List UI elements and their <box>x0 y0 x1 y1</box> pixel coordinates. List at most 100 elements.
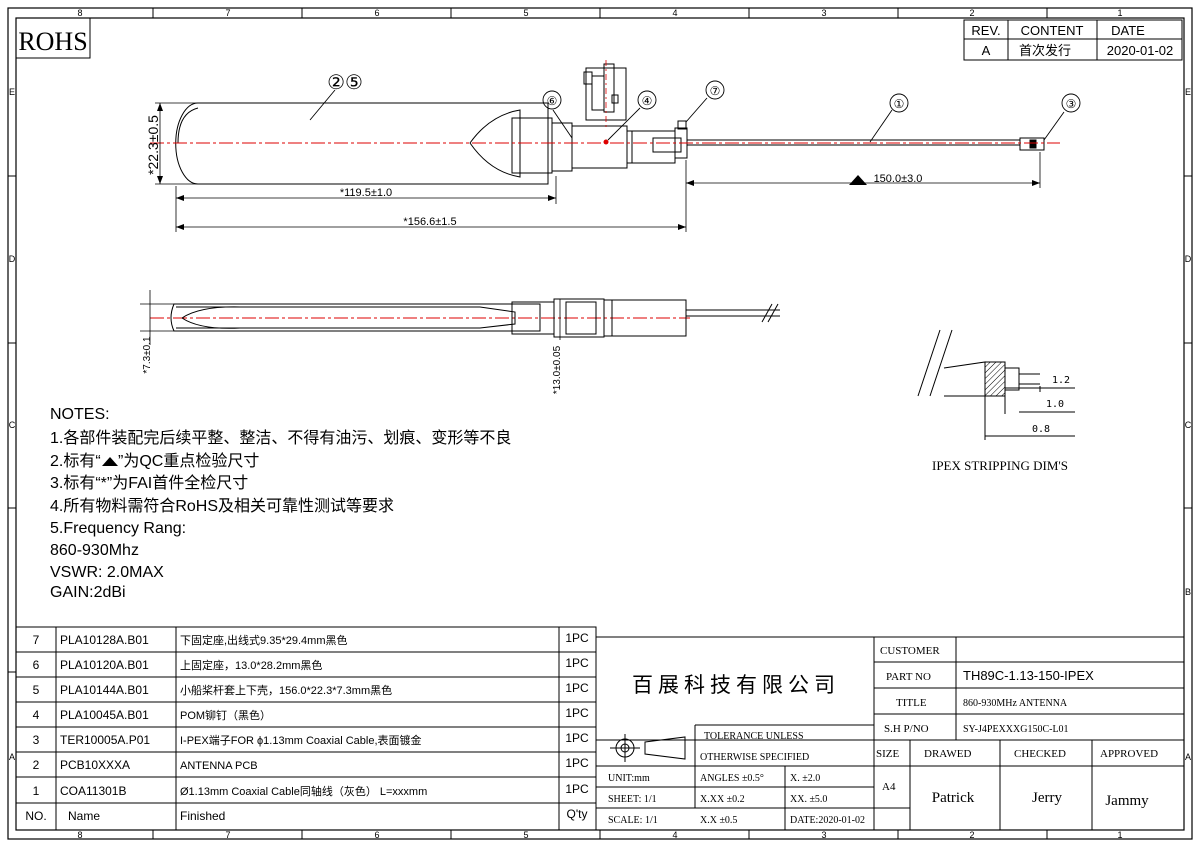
title-value: 860-930MHz ANTENNA <box>963 698 1068 709</box>
col-label: 7 <box>225 8 230 18</box>
svg-text:COA11301B: COA11301B <box>60 784 127 798</box>
rev-value: A <box>982 43 991 58</box>
col-label: 1 <box>1117 8 1122 18</box>
dim-height: *22.3±0.5 <box>145 115 161 175</box>
stripping-title: IPEX STRIPPING DIM'S <box>932 458 1068 473</box>
callout-1: ① <box>894 97 905 111</box>
note-8: GAIN:2dBi <box>50 584 126 601</box>
row-label: C <box>9 420 16 430</box>
col-label: 2 <box>969 830 974 840</box>
company-name: 百展科技有限公司 <box>632 674 840 697</box>
notes-heading: NOTES: <box>50 406 110 423</box>
approved-label: APPROVED <box>1100 748 1158 760</box>
table-row: 5 PLA10144A.B01 小船桨杆套上下壳，156.0*22.3*7.3m… <box>33 681 589 697</box>
svg-text:POM铆钉（黑色）: POM铆钉（黑色） <box>180 708 271 722</box>
note-2a: 2.标有“ <box>50 452 101 470</box>
table-row: 6 PLA10120A.B01 上固定座，13.0*28.2mm黑色 1PC <box>33 656 589 672</box>
row-label: A <box>9 752 15 762</box>
svg-text:1PC: 1PC <box>565 656 589 670</box>
partno-label: PART NO <box>886 671 931 683</box>
note-2b: ”为QC重点检验尺寸 <box>118 452 259 470</box>
svg-text:Ø1.13mm Coaxial Cable同轴线（灰色） L: Ø1.13mm Coaxial Cable同轴线（灰色） L=xxxmm <box>180 784 427 798</box>
svg-text:3: 3 <box>33 733 40 747</box>
checked-label: CHECKED <box>1014 748 1066 760</box>
callout-leaders <box>309 80 1081 143</box>
unit: UNIT:mm <box>608 773 650 784</box>
svg-text:PLA10045A.B01: PLA10045A.B01 <box>60 708 149 722</box>
dim-diameter: *13.0±0.05 <box>552 345 563 394</box>
title-block <box>595 636 1185 831</box>
table-header: NO. Name Finished Q'ty <box>25 807 587 823</box>
tol-angles: ANGLES ±0.5° <box>700 773 764 784</box>
tolerance-line-2: OTHERWISE SPECIFIED <box>700 752 809 763</box>
svg-text:1PC: 1PC <box>565 631 589 645</box>
svg-text:PLA10120A.B01: PLA10120A.B01 <box>60 658 149 672</box>
center-mark <box>603 139 609 145</box>
rohs-box <box>15 17 91 59</box>
scale: SCALE: 1/1 <box>608 815 658 826</box>
rev-header: REV. <box>971 23 1000 38</box>
svg-text:下固定座,出线式9.35*29.4mm黑色: 下固定座,出线式9.35*29.4mm黑色 <box>180 633 347 647</box>
col-label: 8 <box>77 8 82 18</box>
svg-text:PLA10144A.B01: PLA10144A.B01 <box>60 683 149 697</box>
revision-table: REV. CONTENT DATE A 首次发行 2020-01-02 <box>963 19 1183 61</box>
svg-text:PCB10XXXA: PCB10XXXA <box>60 758 130 772</box>
checked-value: Jerry <box>1032 790 1062 806</box>
callout-6: ⑥ <box>547 94 558 108</box>
callout-2-5: ②⑤ <box>327 72 363 94</box>
tolerance-line-1: TOLERANCE UNLESS <box>704 731 804 742</box>
grid-ticks <box>8 8 1192 839</box>
svg-text:I-PEX端子FOR ϕ1.13mm Coaxial Cab: I-PEX端子FOR ϕ1.13mm Coaxial Cable,表面镀金 <box>180 733 422 747</box>
col-label: 1 <box>1117 830 1122 840</box>
note-6: 860-930Mhz <box>50 542 139 559</box>
col-label: 8 <box>77 830 82 840</box>
table-row: 3 TER10005A.P01 I-PEX端子FOR ϕ1.13mm Coaxi… <box>33 731 589 747</box>
note-4: 4.所有物料需符合RoHS及相关可靠性测试等要求 <box>50 497 394 515</box>
row-label: A <box>1185 752 1191 762</box>
table-row: 7 PLA10128A.B01 下固定座,出线式9.35*29.4mm黑色 1P… <box>33 631 589 647</box>
tol-x: X. ±2.0 <box>790 773 820 784</box>
svg-text:TER10005A.P01: TER10005A.P01 <box>60 733 150 747</box>
strip-dim-3: 0.8 <box>1032 424 1050 435</box>
qc-triangle-icon <box>102 457 118 466</box>
tol-xx2: X.X ±0.5 <box>700 815 737 826</box>
dim-156: *156.6±1.5 <box>403 216 456 228</box>
size-value: A4 <box>882 781 896 793</box>
col-label: 6 <box>374 8 379 18</box>
title-label: TITLE <box>896 697 927 709</box>
shpn-label: S.H P/NO <box>884 723 929 735</box>
row-label: C <box>1185 420 1192 430</box>
svg-text:PLA10128A.B01: PLA10128A.B01 <box>60 633 149 647</box>
table-row: 1 COA11301B Ø1.13mm Coaxial Cable同轴线（灰色）… <box>33 782 589 798</box>
ipex-stripping-detail <box>917 329 1075 440</box>
col-label: 2 <box>969 8 974 18</box>
svg-text:1PC: 1PC <box>565 681 589 695</box>
svg-text:Name: Name <box>68 809 100 823</box>
notes: NOTES: 1.各部件装配完后续平整、整洁、不得有油污、划痕、变形等不良 2.… <box>50 406 511 601</box>
callout-3: ③ <box>1066 97 1077 111</box>
strip-dim-2: 1.0 <box>1046 399 1064 410</box>
svg-text:1PC: 1PC <box>565 706 589 720</box>
content-value: 首次发行 <box>1019 43 1071 58</box>
callout-7: ⑦ <box>710 84 721 98</box>
row-label: D <box>1185 254 1192 264</box>
svg-text:小船桨杆套上下壳，156.0*22.3*7.3mm黑色: 小船桨杆套上下壳，156.0*22.3*7.3mm黑色 <box>180 683 392 697</box>
row-label: E <box>9 87 15 97</box>
col-label: 6 <box>374 830 379 840</box>
date-value: 2020-01-02 <box>1107 43 1174 58</box>
svg-text:1PC: 1PC <box>565 731 589 745</box>
row-label: D <box>9 254 16 264</box>
size-label: SIZE <box>876 748 900 760</box>
strip-dim-1: 1.2 <box>1052 375 1070 386</box>
drawn-value: Patrick <box>932 790 975 806</box>
antenna-side-view <box>150 298 780 338</box>
callout-4: ④ <box>642 94 653 108</box>
row-label: E <box>1185 87 1191 97</box>
antenna-top-view <box>175 63 1045 185</box>
qc-triangle-icon <box>849 175 867 185</box>
col-label: 3 <box>821 830 826 840</box>
svg-text:6: 6 <box>33 658 40 672</box>
dimension-arrows <box>157 103 1040 230</box>
svg-text:Finished: Finished <box>180 809 225 823</box>
